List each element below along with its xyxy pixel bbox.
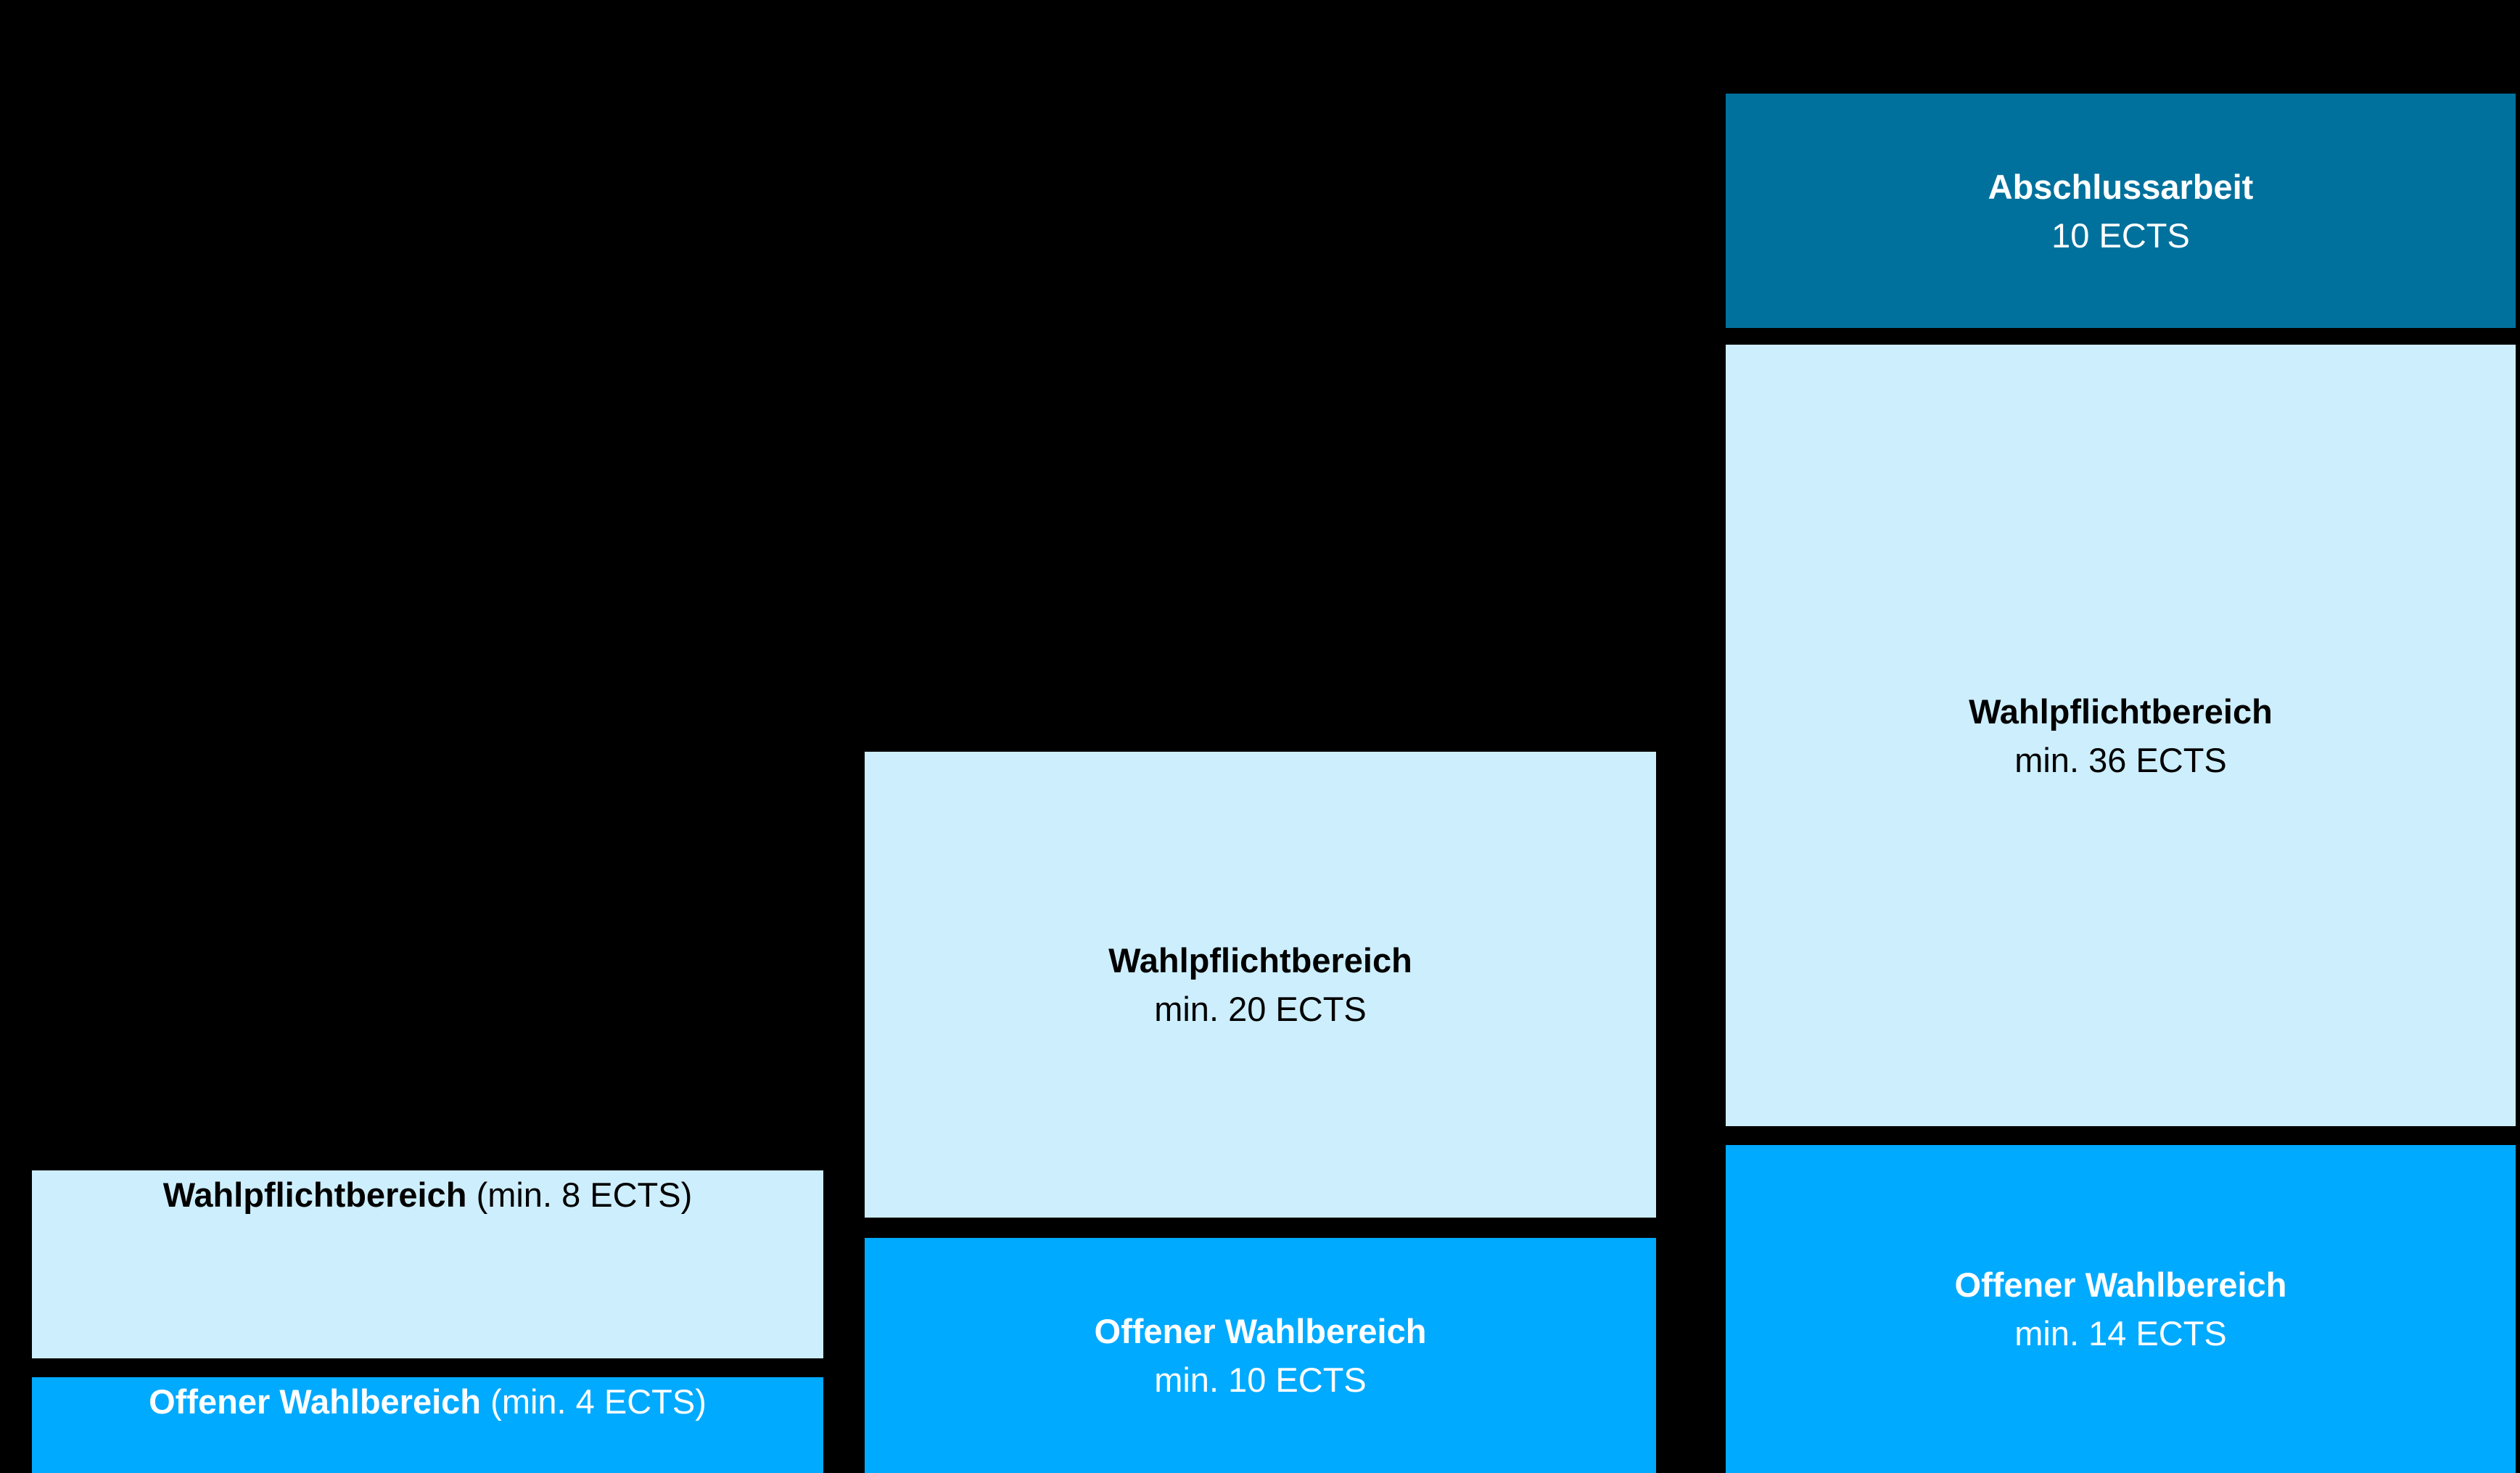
offener-wahlbereich-box-col1: Offener Wahlbereich (min. 4 ECTS) (32, 1377, 823, 1473)
box-title: Wahlpflichtbereich (1108, 941, 1412, 980)
box-ects-subtitle: min. 36 ECTS (2014, 740, 2227, 779)
box-title: Abschlussarbeit (1988, 167, 2254, 206)
offener-wahlbereich-box-col2: Offener Wahlbereich min. 10 ECTS (865, 1238, 1656, 1473)
box-ects-subtitle: 10 ECTS (2051, 216, 2190, 255)
box-ects-subtitle: min. 14 ECTS (2014, 1314, 2227, 1353)
box-ects-suffix: (min. 8 ECTS) (476, 1175, 693, 1214)
box-ects-subtitle: min. 20 ECTS (1154, 990, 1367, 1028)
wahlpflichtbereich-box-col3: Wahlpflichtbereich min. 36 ECTS (1726, 345, 2516, 1126)
wahlpflichtbereich-box-col1: Wahlpflichtbereich (min. 8 ECTS) (32, 1170, 823, 1358)
box-ects-suffix: (min. 4 ECTS) (490, 1382, 707, 1421)
box-title: Offener Wahlbereich (1954, 1265, 2287, 1304)
offener-wahlbereich-box-col3: Offener Wahlbereich min. 14 ECTS (1726, 1145, 2516, 1473)
box-title: Offener Wahlbereich (149, 1382, 482, 1421)
box-title: Offener Wahlbereich (1094, 1312, 1427, 1350)
wahlpflichtbereich-box-col2: Wahlpflichtbereich min. 20 ECTS (865, 752, 1656, 1218)
box-ects-subtitle: min. 10 ECTS (1154, 1361, 1367, 1399)
box-title: Wahlpflichtbereich (1969, 692, 2273, 731)
abschlussarbeit-box-col3: Abschlussarbeit 10 ECTS (1726, 94, 2516, 328)
box-title: Wahlpflichtbereich (162, 1175, 467, 1214)
